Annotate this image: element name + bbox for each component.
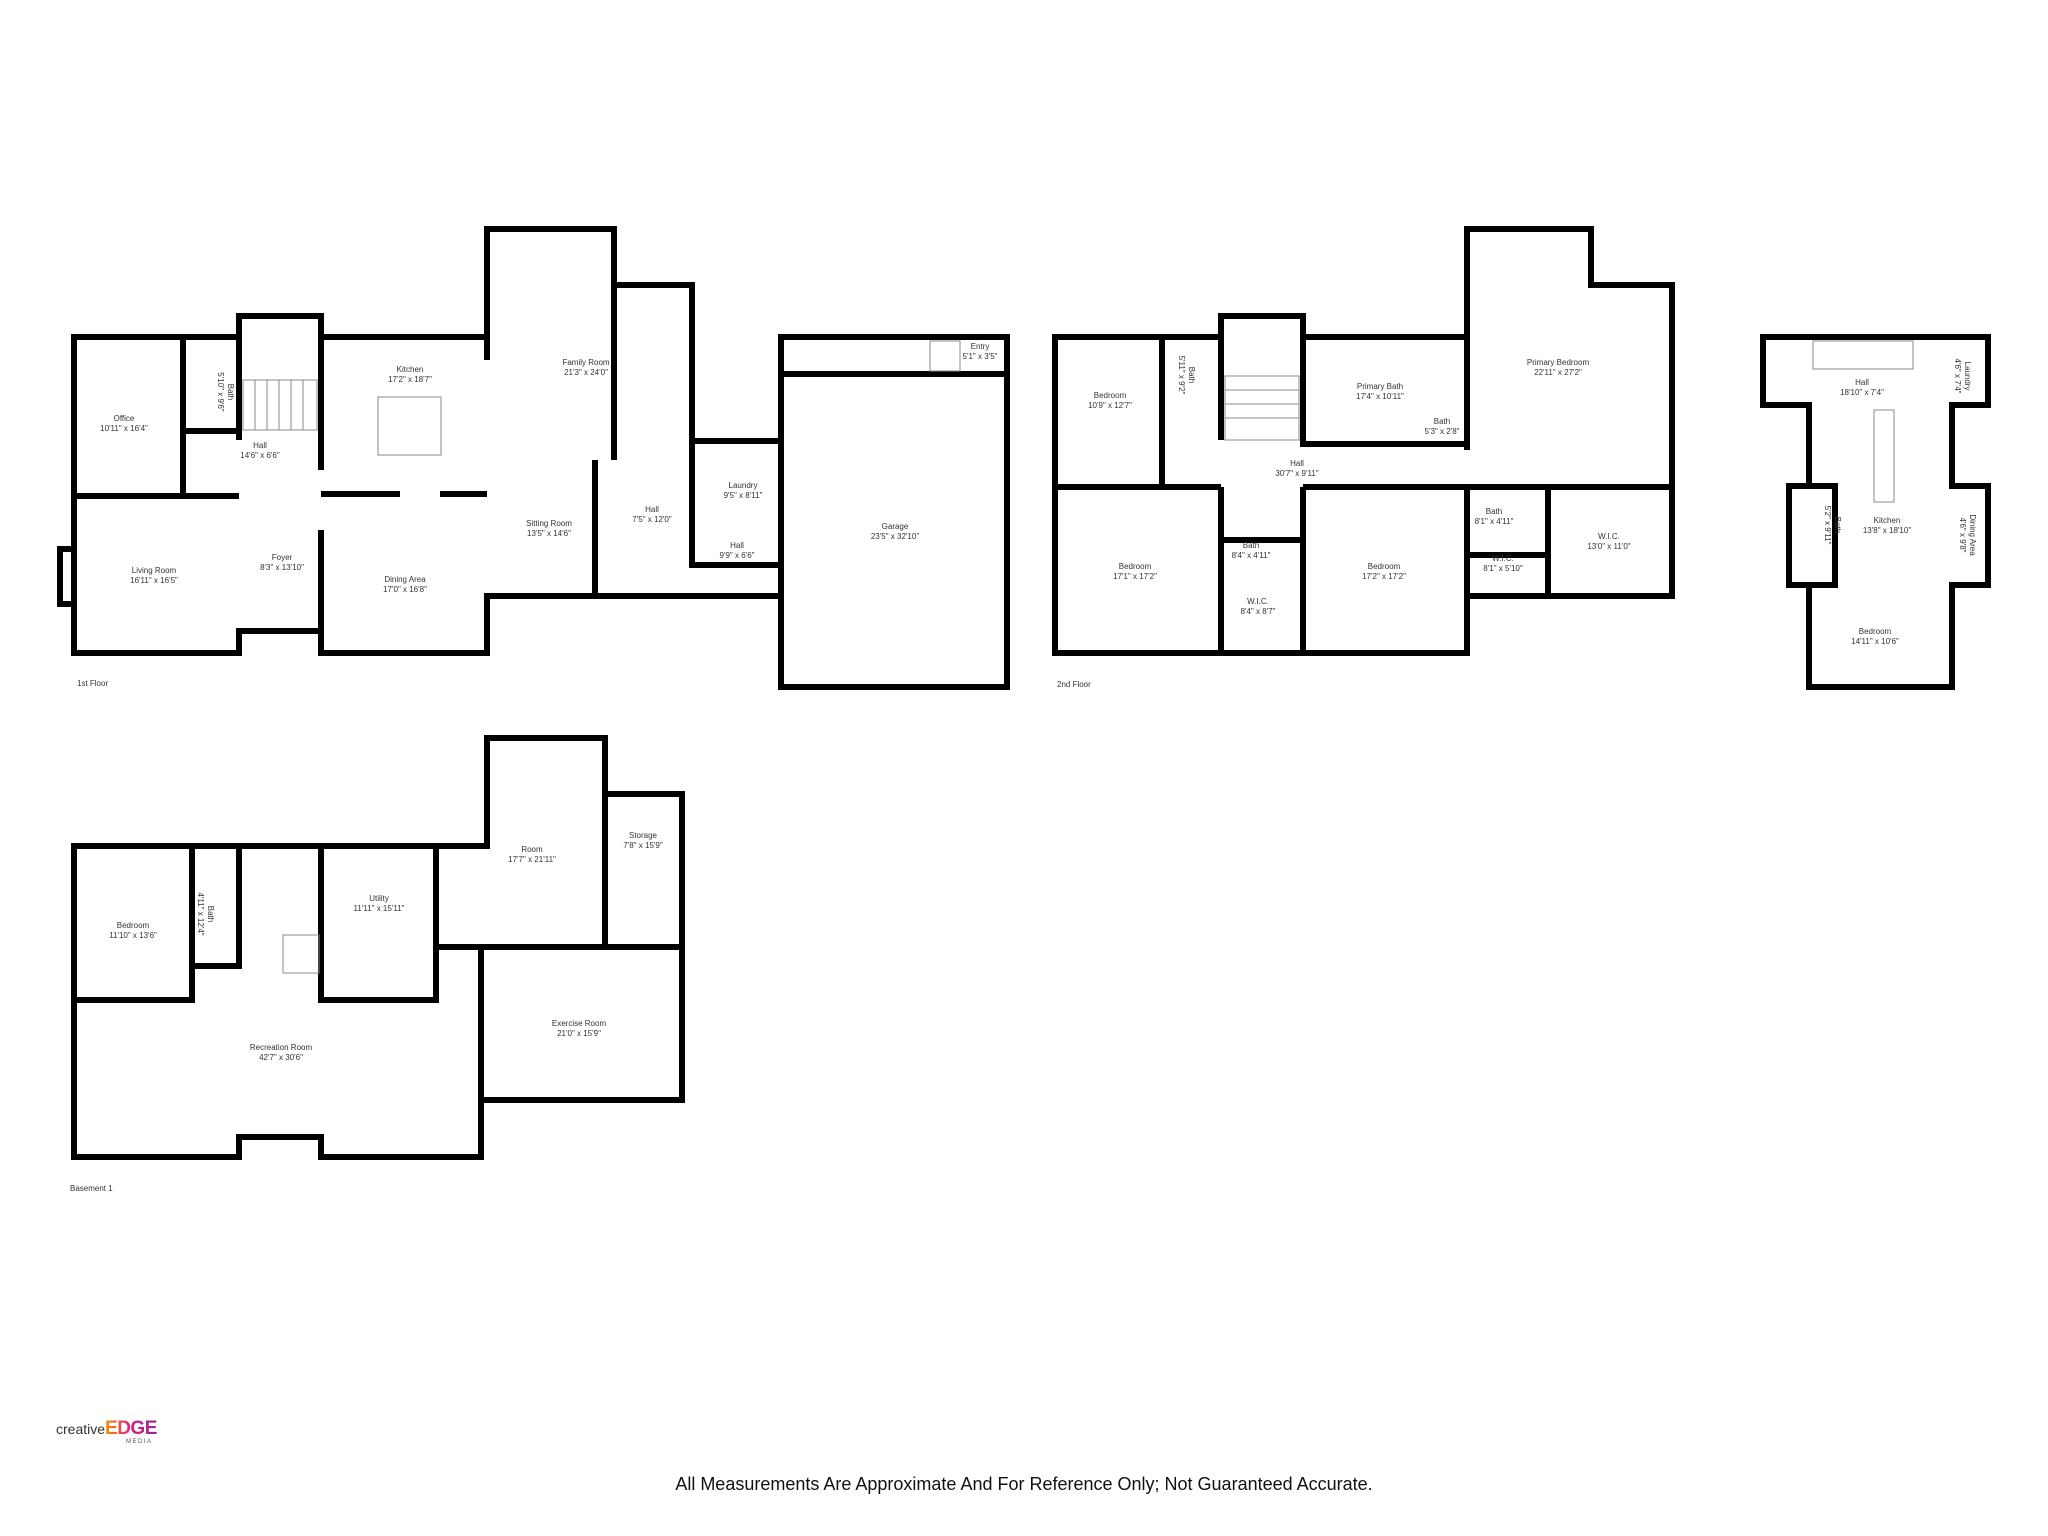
garage-outline xyxy=(778,334,1010,690)
logo-main: EDGE xyxy=(105,1418,157,1439)
room-label: W.I.C.13'0" x 11'0" xyxy=(1587,532,1631,551)
floor-name: 2nd Floor xyxy=(1057,680,1091,689)
room-label: W.I.C.8'4" x 8'7" xyxy=(1240,597,1276,616)
kitchen-island xyxy=(377,396,442,456)
stairs-third-floor xyxy=(1812,340,1914,370)
stairs-first-floor xyxy=(242,379,318,431)
logo-sub: MEDIA xyxy=(126,1439,153,1445)
second-floor-outline xyxy=(1052,226,1675,656)
stairs-second-floor xyxy=(1224,375,1300,441)
stairs-garage-entry xyxy=(929,340,961,372)
room-label: W.I.C.8'1" x 5'10" xyxy=(1483,554,1523,573)
creative-edge-media-logo: creativeEDGE MEDIA xyxy=(56,1418,157,1448)
disclaimer-text: All Measurements Are Approximate And For… xyxy=(675,1474,1373,1494)
kitchen-island-third xyxy=(1873,409,1895,503)
fireplace-living xyxy=(57,546,77,607)
third-floor-outline xyxy=(1760,334,1991,690)
floor-name: Basement 1 xyxy=(70,1184,113,1193)
floor-name: 1st Floor xyxy=(77,679,109,688)
stairs-basement xyxy=(282,934,320,974)
logo-prefix: creative xyxy=(56,1421,106,1437)
